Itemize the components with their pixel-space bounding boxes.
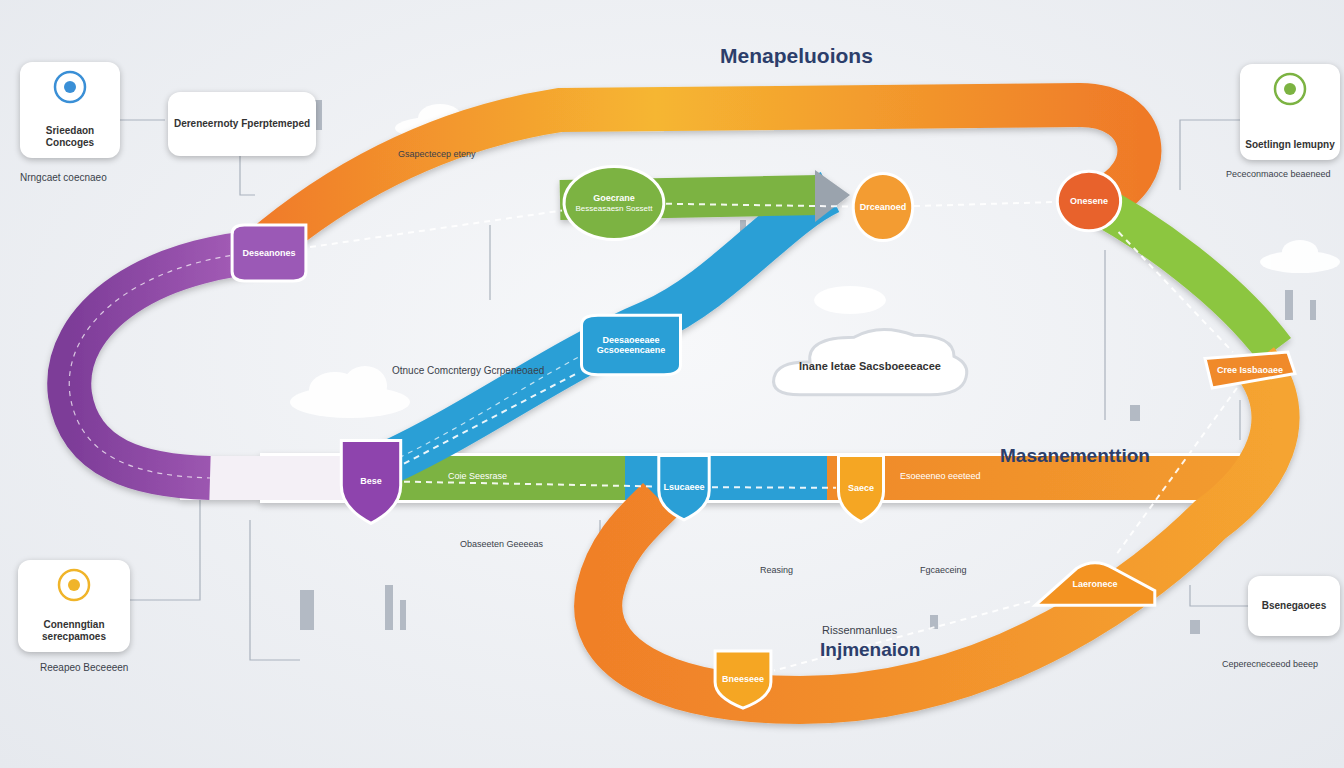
node-heading: Conenngtian serecpamoes [18, 619, 130, 642]
node-heading: Cree Issbaoaee [1213, 365, 1287, 375]
circle-path [1057, 171, 1120, 231]
flow-connector [1115, 388, 1237, 556]
flow-connector [310, 211, 562, 248]
node-heading: Laeronece [1068, 579, 1121, 589]
step-flag: Cree Issbaoaee [1205, 352, 1295, 388]
free-label: Injmenaion [820, 640, 920, 661]
icon-dot [1284, 83, 1296, 95]
info-box: Soetlingn Iemupny [1240, 64, 1340, 160]
flow-connector [914, 202, 1056, 206]
free-label: Reasing [760, 566, 793, 576]
node-heading: Deseanones [238, 248, 299, 258]
node-heading: Inane Ietae Sacsboeeeacee [795, 360, 945, 373]
info-box: Srieedaon Concoges [20, 62, 120, 158]
shield-path [341, 441, 400, 524]
node-heading: Onesene [1066, 196, 1112, 206]
box-icon [1273, 72, 1307, 106]
step-shield: Bese [338, 436, 404, 526]
node-heading: Lsucaeee [659, 482, 708, 492]
free-label: Coie Seesrase [448, 472, 507, 482]
node-heading: Deesaoeeaee Gcsoeeencaene [576, 335, 686, 356]
step-badge: Deesaoeeaee Gcsoeeencaene [576, 312, 686, 378]
diagram-title: Menapeluoions [720, 44, 873, 68]
node-heading: Saece [844, 483, 878, 493]
step-circle: Drceanoed [852, 172, 914, 242]
node-heading: Bneeseee [718, 674, 768, 684]
flow-connector [774, 602, 1030, 671]
info-box: Conenngtian serecpamoes [18, 560, 130, 652]
icon-ring [55, 72, 85, 102]
cloud-path [774, 329, 967, 394]
free-label: Nrngcaet coecnaeo [20, 172, 107, 183]
free-label: Rissenmanlues [822, 624, 897, 636]
box-icon [57, 568, 91, 602]
step-shield: Bneeseee [712, 648, 774, 710]
node-heading: Dereneernoty Fperptemeped [170, 118, 314, 130]
shield-path [659, 456, 709, 520]
flow-connector [1119, 232, 1233, 352]
shield-path [839, 456, 884, 522]
step-shield: Lsucaeee [656, 452, 712, 522]
info-box: Bsenegaoees [1248, 576, 1340, 636]
circle-path [564, 167, 664, 240]
flow-connector [404, 374, 576, 464]
icon-dot [64, 81, 76, 93]
step-shield: Saece [836, 452, 886, 524]
circle-path [853, 173, 913, 240]
icon-ring [59, 570, 89, 600]
free-label: Otnuce Comcntergy Gcrpeneoaed [392, 365, 544, 376]
step-marker: Laeronece [1030, 556, 1160, 612]
node-body: Besseasaesn Sossett [572, 204, 657, 213]
info-box: Dereneernoty Fperptemeped [168, 92, 316, 156]
shield-path [715, 651, 771, 708]
free-label: Pececonmaoce beaeneed [1226, 170, 1331, 180]
free-label: Gsapectecep eteny [398, 150, 476, 160]
flow-connector [666, 204, 852, 207]
step-circle: Onesene [1056, 170, 1122, 232]
node-heading: Goecrane [589, 193, 639, 203]
node-heading: Srieedaon Concoges [20, 125, 120, 148]
step-circle: GoecraneBesseasaesn Sossett [562, 165, 666, 241]
flag-path [1205, 352, 1295, 388]
node-heading: Bese [356, 476, 386, 486]
flow-connector [712, 486, 836, 489]
cloud-callout: Inane Ietae Sacsboeeeacee [770, 318, 970, 414]
free-label: Ceperecneceeod beeep [1222, 660, 1318, 670]
box-icon [53, 70, 87, 104]
node-heading: Bsenegaoees [1258, 600, 1330, 612]
step-badge: Deseanones [228, 222, 310, 284]
free-label: Reeapeo Beceeeen [40, 662, 128, 673]
icon-dot [68, 579, 80, 591]
icon-ring [1275, 74, 1305, 104]
ribbon-bands [69, 105, 1275, 700]
free-label: Obaseeten Geeeeas [460, 540, 543, 550]
hat-path [1035, 563, 1155, 606]
node-heading: Soetlingn Iemupny [1241, 139, 1338, 151]
badge-path [232, 225, 306, 281]
free-label: Masanementtion [1000, 446, 1150, 467]
free-label: Fgcaeceing [920, 566, 967, 576]
flow-connector [404, 482, 656, 487]
node-heading: Drceanoed [856, 202, 911, 212]
free-label: Esoeeeneo eeeteed [900, 472, 981, 482]
